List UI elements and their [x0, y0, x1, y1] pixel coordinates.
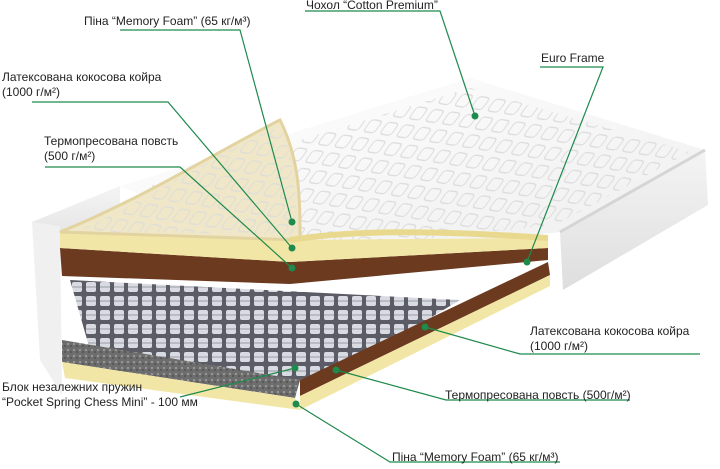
- label-latex-coir-bottom: Латексована кокосова койра (1000 г/м²): [530, 324, 689, 354]
- label-felt-top-line2: (500 г/м²): [44, 149, 96, 163]
- label-latex-coir-top: Латексована кокосова койра (1000 г/м²): [2, 70, 161, 100]
- label-latex-coir-top-line1: Латексована кокосова койра: [2, 70, 162, 84]
- label-felt-bottom: Термопресована повсть (500г/м²): [445, 388, 631, 402]
- leader-cover: [305, 10, 476, 117]
- label-felt-top-line1: Термопресована повсть: [44, 134, 179, 148]
- leader-dots: [288, 112, 531, 408]
- label-springs-line2: “Pocket Spring Chess Mini” - 100 мм: [2, 395, 198, 409]
- leader-memory-foam-top: [120, 29, 293, 223]
- leader-memory-foam-bottom: [295, 403, 560, 463]
- label-springs-line1: Блок незалежних пружин: [2, 380, 143, 394]
- rolled-cover: [75, 126, 296, 234]
- cover-side-right: [560, 150, 708, 290]
- cut-section: [32, 117, 550, 410]
- label-latex-coir-bottom-line2: (1000 г/м²): [530, 339, 588, 353]
- leader-latex-coir-top: [32, 101, 293, 249]
- leader-lines: [32, 10, 700, 463]
- leader-felt-top: [45, 166, 293, 269]
- leader-latex-coir-bottom: [424, 326, 700, 355]
- label-memory-foam-top: Піна “Memory Foam” (65 кг/м³): [84, 14, 251, 28]
- label-latex-coir-top-line2: (1000 г/м²): [2, 85, 60, 99]
- label-memory-foam-bottom: Піна “Memory Foam” (65 кг/м³): [392, 450, 559, 464]
- label-felt-top: Термопресована повсть (500 г/м²): [44, 134, 178, 164]
- label-springs: Блок незалежних пружин “Pocket Spring Ch…: [2, 380, 198, 410]
- coir-layer-top: [60, 248, 548, 284]
- foam-layer-bottom: [62, 362, 300, 410]
- leader-euro-frame: [526, 66, 604, 263]
- felt-layer-bottom: [62, 340, 300, 398]
- label-euro-frame: Euro Frame: [541, 51, 605, 65]
- label-cover: Чохол “Cotton Premium”: [306, 0, 438, 12]
- spring-block: [70, 280, 460, 380]
- leader-springs: [179, 367, 296, 398]
- foam-layer-bottom-right: [300, 275, 550, 410]
- label-latex-coir-bottom-line1: Латексована кокосова койра: [530, 324, 690, 338]
- leader-felt-bottom: [335, 369, 630, 401]
- foam-layer-top: [60, 232, 548, 262]
